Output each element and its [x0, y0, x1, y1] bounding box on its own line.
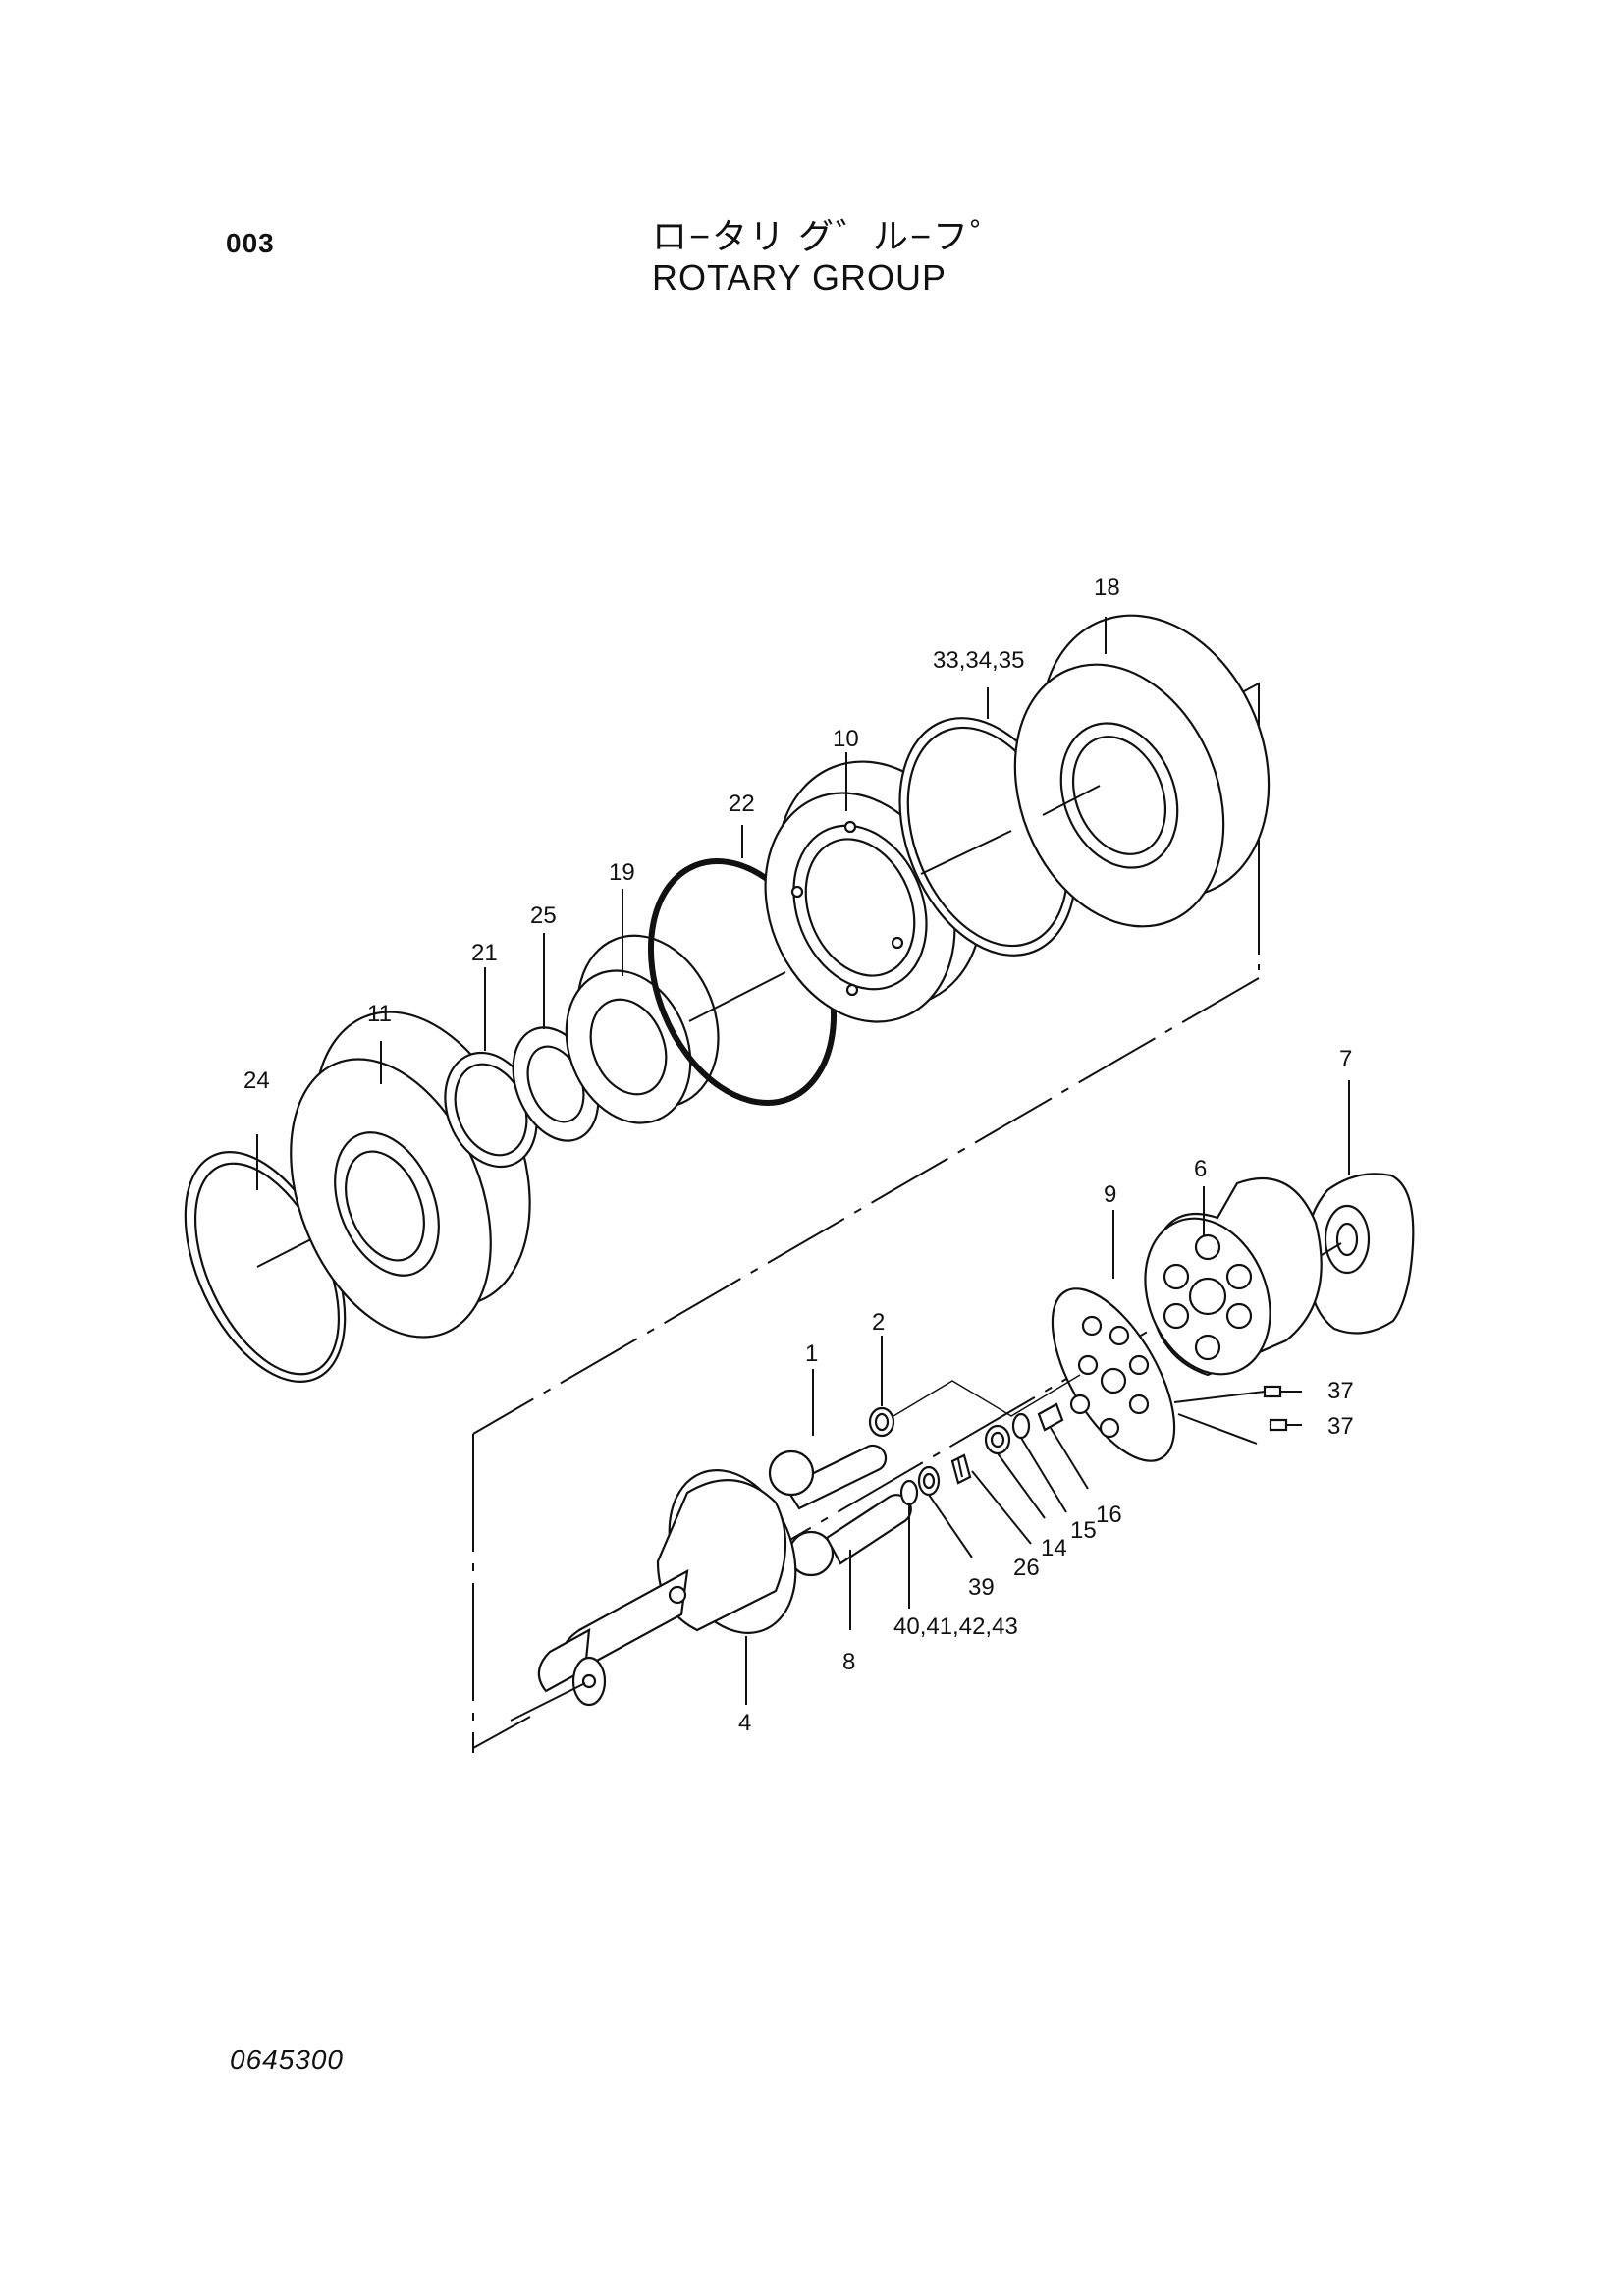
- label-14: 14: [1041, 1535, 1067, 1561]
- page-code: 003: [226, 228, 275, 258]
- label-22: 22: [729, 791, 755, 817]
- label-37-upper: 37: [1327, 1378, 1354, 1404]
- title-japanese: ロ−タリ グ゛ル−フ゜: [652, 216, 1008, 256]
- label-25: 25: [530, 902, 557, 929]
- part-9-retainer-plate: [1051, 1210, 1176, 1462]
- part-1-piston: [768, 1369, 888, 1510]
- label-19: 19: [609, 859, 635, 886]
- label-40-41-42-43: 40,41,42,43: [893, 1613, 1018, 1640]
- label-24: 24: [243, 1067, 270, 1094]
- label-6: 6: [1194, 1156, 1207, 1182]
- part-2-shoe: [868, 1336, 1081, 1438]
- label-21: 21: [471, 940, 498, 966]
- part-37-bolts: [1173, 1385, 1302, 1445]
- label-11: 11: [367, 1001, 392, 1027]
- title-english: ROTARY GROUP: [652, 257, 947, 298]
- label-39: 39: [968, 1574, 995, 1601]
- parts-small-washers-springs: [899, 1402, 1089, 1609]
- label-26: 26: [1013, 1555, 1040, 1581]
- label-2: 2: [872, 1309, 885, 1336]
- label-1: 1: [805, 1340, 818, 1367]
- label-7: 7: [1339, 1046, 1352, 1072]
- label-33-34-35: 33,34,35: [933, 647, 1024, 674]
- label-8: 8: [842, 1649, 855, 1675]
- label-18: 18: [1094, 574, 1120, 601]
- label-9: 9: [1104, 1181, 1116, 1208]
- part-4-shaft: [510, 1469, 797, 1722]
- label-4: 4: [738, 1710, 751, 1736]
- part-6-cylinder-block: [1144, 1176, 1323, 1377]
- label-16: 16: [1096, 1502, 1122, 1528]
- part-labels: 18 33,34,35 10 22 19 25 21 11 24 7 6 9 3…: [243, 574, 1354, 1736]
- part-8-spherical-bush: [787, 1494, 912, 1630]
- label-10: 10: [833, 726, 859, 752]
- part-18-end-cover: [1013, 614, 1271, 928]
- label-15: 15: [1070, 1517, 1097, 1544]
- label-37-lower: 37: [1327, 1413, 1354, 1440]
- document-number: 0645300: [230, 2045, 345, 2075]
- part-7-plate: [1291, 1080, 1415, 1335]
